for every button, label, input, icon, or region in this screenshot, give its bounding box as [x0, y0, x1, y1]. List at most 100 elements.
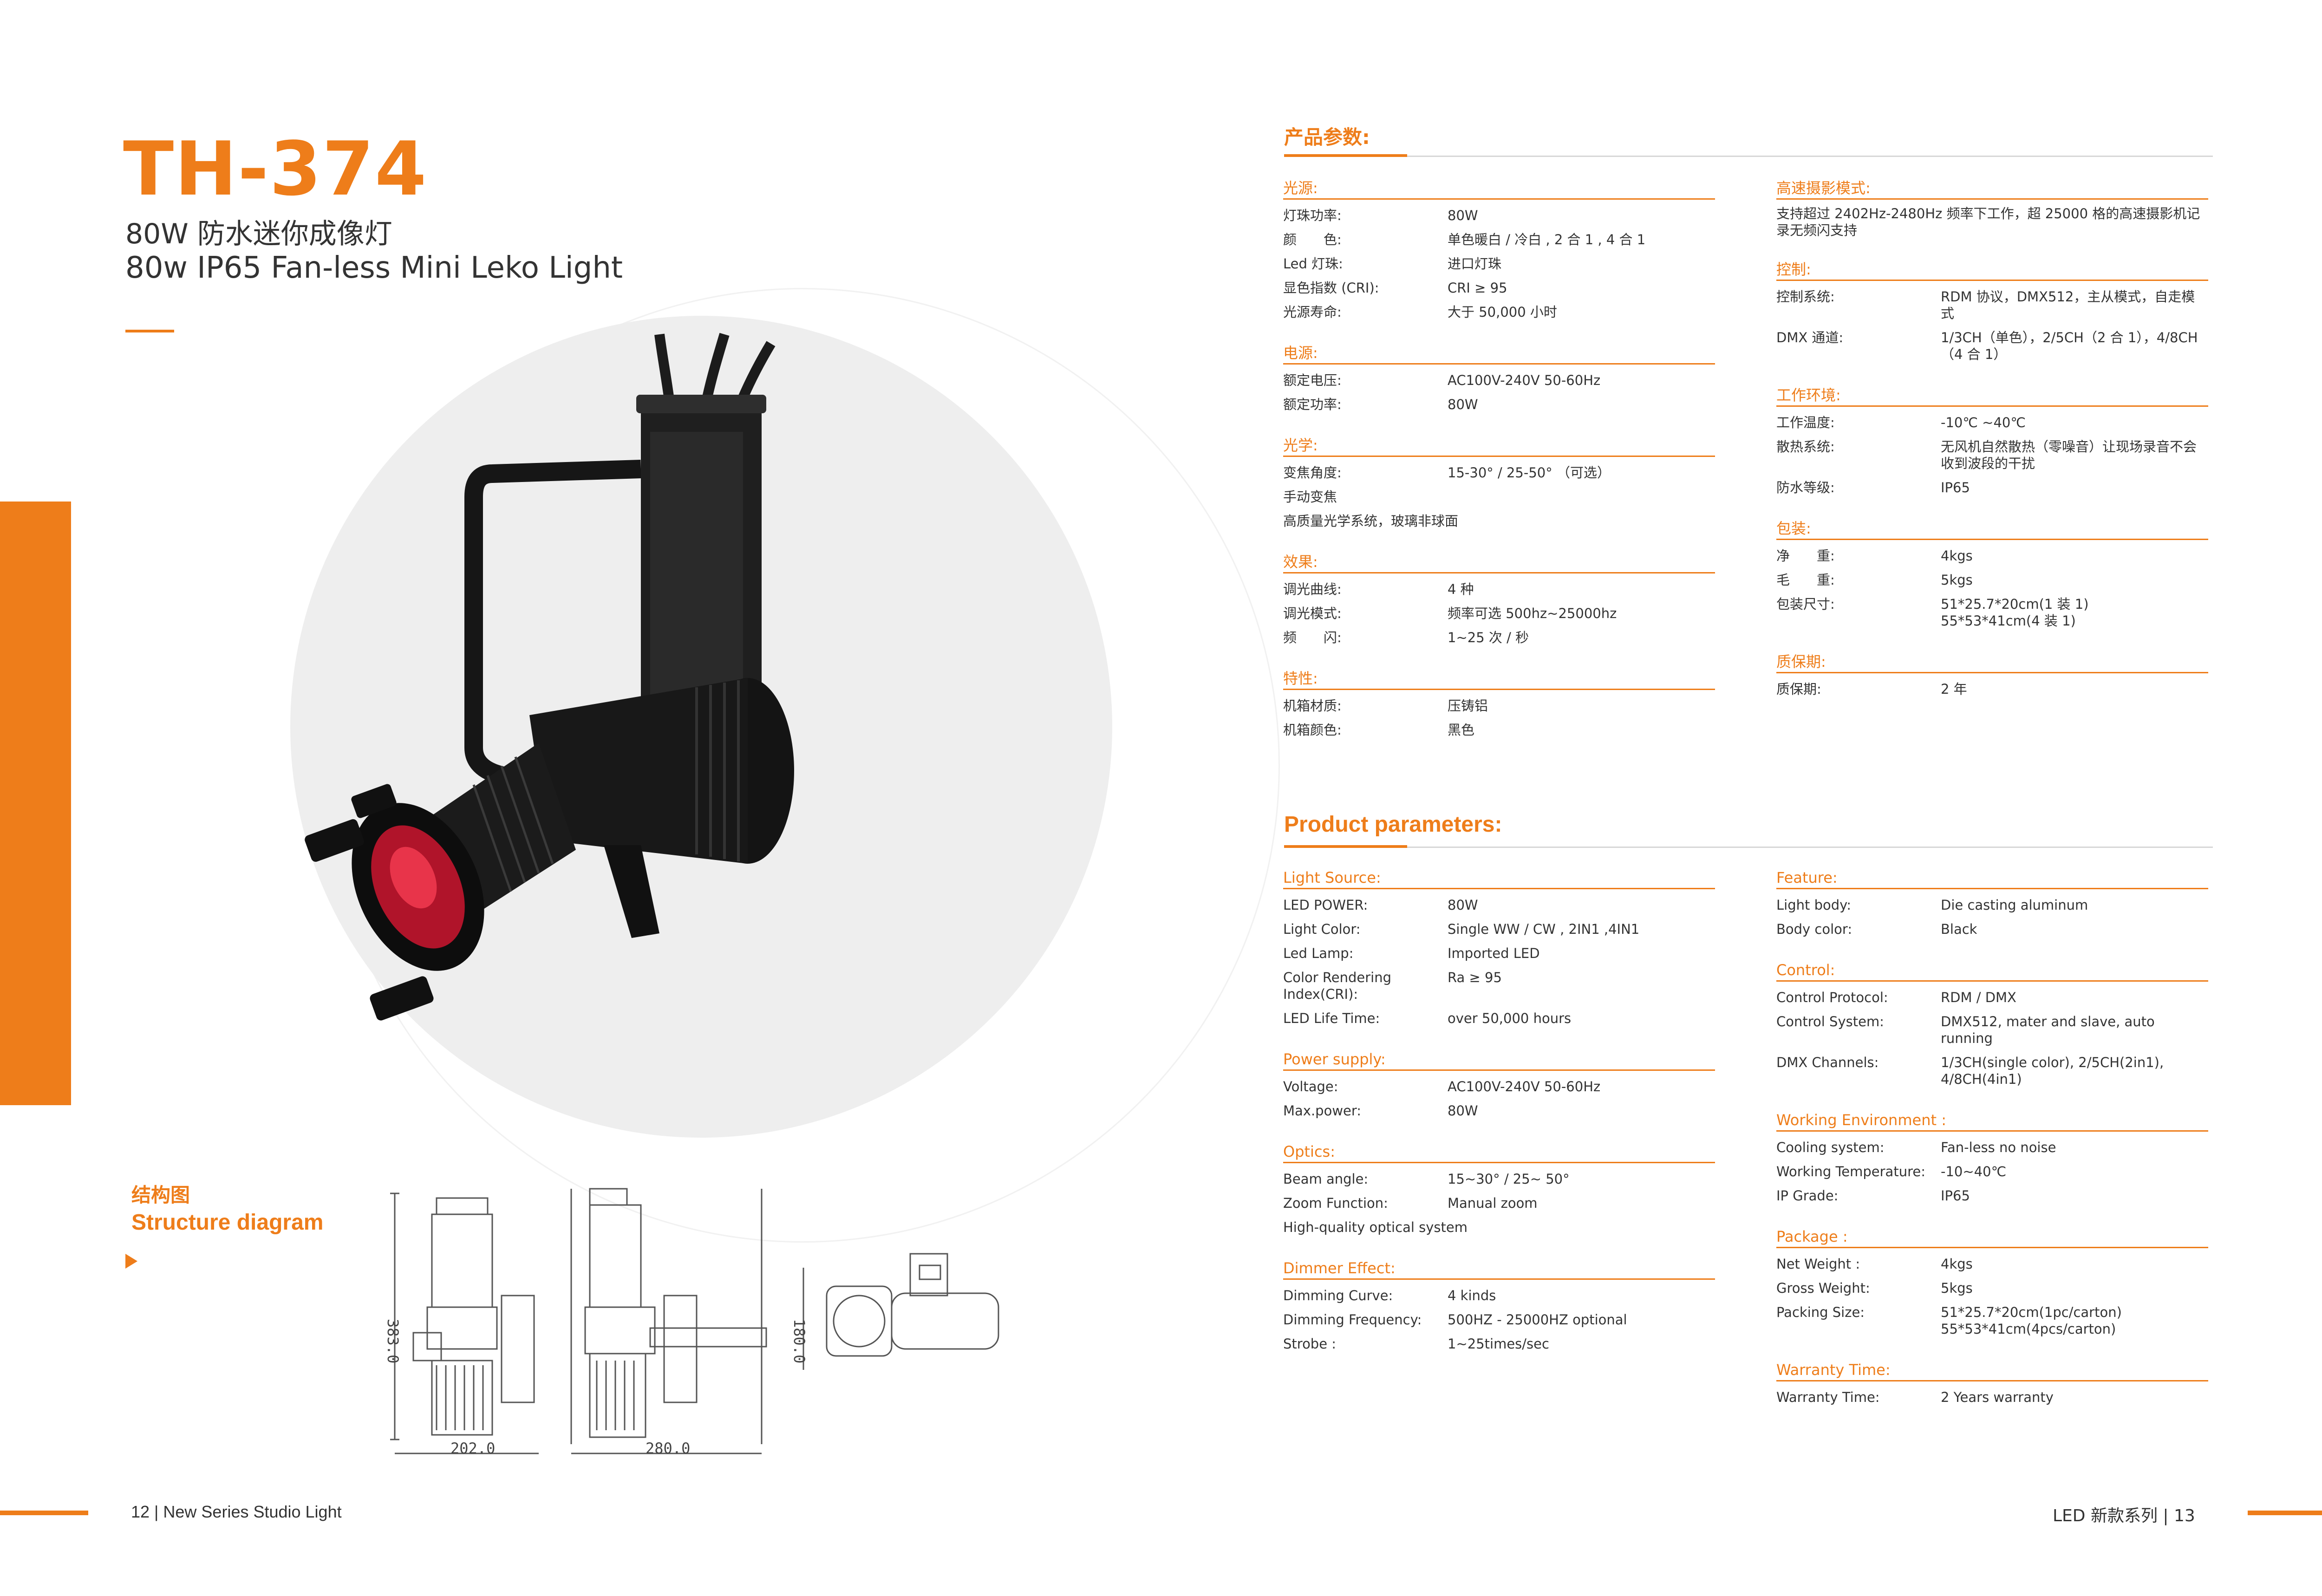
param-value: Die casting aluminum	[1941, 897, 2088, 913]
param-row: DMX 通道:1/3CH（单色），2/5CH（2 合 1），4/8CH（4 合 …	[1776, 326, 2208, 366]
param-value: 80W	[1448, 397, 1478, 412]
param-value: 2 Years warranty	[1941, 1389, 2054, 1405]
dim-width-side: 280.0	[646, 1440, 690, 1457]
param-row: 变焦角度: 15-30° / 25-50° （可选）	[1283, 461, 1715, 485]
param-value: IP65	[1941, 1188, 1970, 1204]
param-group: 特性:机箱材质:压铸铝机箱颜色:黑色	[1283, 668, 1715, 742]
param-value: RDM 协议，DMX512，主从模式，自走模式	[1941, 289, 2195, 321]
param-group-heading: 高速摄影模式:	[1776, 178, 2208, 200]
param-label: Light body:	[1776, 897, 1851, 913]
param-value: 51*25.7*20cm(1pc/carton)55*53*41cm(4pcs/…	[1941, 1304, 2122, 1337]
product-title-cn: 80W 防水迷你成像灯	[125, 218, 392, 250]
param-group-heading: 特性:	[1283, 668, 1715, 690]
param-value: 1~25 次 / 秒	[1448, 630, 1529, 645]
param-label: 额定电压:	[1283, 372, 1342, 388]
param-value: 无风机自然散热（零噪音）让现场录音不会收到波段的干扰	[1941, 439, 2197, 471]
param-row: 灯珠功率: 80W	[1283, 203, 1715, 228]
param-label: Beam angle:	[1283, 1171, 1369, 1187]
param-label: 防水等级:	[1776, 480, 1835, 495]
leko-light-illustration	[305, 332, 794, 1021]
params-title-en: Product parameters:	[1284, 812, 1502, 837]
param-value: RDM / DMX	[1941, 990, 2016, 1005]
param-label: Warranty Time:	[1776, 1389, 1880, 1405]
params-divider-cn	[1284, 156, 2213, 157]
param-value: 4 种	[1448, 581, 1474, 597]
param-label: 机箱材质:	[1283, 698, 1342, 714]
param-value: 51*25.7*20cm(1 装 1)55*53*41cm(4 装 1)	[1941, 596, 2089, 629]
param-value: 1/3CH(single color), 2/5CH(2in1), 4/8CH(…	[1941, 1055, 2164, 1087]
param-label: 灯珠功率:	[1283, 208, 1342, 223]
param-row: 机箱材质:压铸铝	[1283, 694, 1715, 718]
param-row: Cooling system:Fan-less no noise	[1776, 1135, 2208, 1160]
param-group-heading: Dimmer Effect:	[1283, 1258, 1715, 1280]
param-label: 包装尺寸:	[1776, 596, 1835, 612]
param-value: 黑色	[1448, 722, 1475, 738]
param-row: 光源寿命:大于 50,000 小时	[1283, 300, 1715, 324]
param-group: Optics:Beam angle:15~30° / 25~ 50°Zoom F…	[1283, 1141, 1715, 1239]
param-row: Led 灯珠:进口灯珠	[1283, 252, 1715, 276]
param-label: 显色指数 (CRI):	[1283, 280, 1379, 296]
param-label: 频 闪:	[1283, 630, 1342, 645]
param-row: Body color:Black	[1776, 917, 2208, 941]
param-group-heading: Optics:	[1283, 1141, 1715, 1163]
param-value	[1468, 1219, 1715, 1236]
param-value: Ra ≥ 95	[1448, 970, 1502, 985]
param-group-heading: Power supply:	[1283, 1049, 1715, 1071]
param-label: DMX 通道:	[1776, 330, 1844, 345]
param-row: 调光模式:频率可选 500hz~25000hz	[1283, 601, 1715, 625]
param-row: 包装尺寸: 51*25.7*20cm(1 装 1)55*53*41cm(4 装 1…	[1776, 592, 2208, 633]
param-row: 防水等级: IP65	[1776, 476, 2208, 500]
param-group-heading: Feature:	[1776, 867, 2208, 889]
param-value: 4kgs	[1941, 1256, 1973, 1272]
param-value: 80W	[1448, 208, 1478, 223]
param-group: Working Environment :Cooling system:Fan-…	[1776, 1110, 2208, 1208]
param-row: Voltage:AC100V-240V 50-60Hz	[1283, 1075, 1715, 1099]
param-row: Light Color:Single WW / CW , 2IN1 ,4IN1	[1283, 917, 1715, 941]
param-value: -10℃ ~40℃	[1941, 415, 2026, 430]
param-label: 高质量光学系统，玻璃非球面	[1283, 513, 1459, 529]
param-label: Dimming Frequency:	[1283, 1312, 1422, 1328]
param-row: 调光曲线:4 种	[1283, 577, 1715, 601]
param-label: 控制系统:	[1776, 289, 1835, 305]
param-label: Body color:	[1776, 921, 1852, 937]
param-label: 散热系统:	[1776, 439, 1835, 455]
param-label: 额定功率:	[1283, 397, 1342, 412]
param-row: Warranty Time: 2 Years warranty	[1776, 1385, 2208, 1409]
title-underline	[125, 330, 174, 332]
param-group: 光学:变焦角度:15-30° / 25-50° （可选）手动变焦高质量光学系统，…	[1283, 435, 1715, 533]
param-label: Voltage:	[1283, 1079, 1338, 1094]
param-row: 工作温度: -10℃ ~40℃	[1776, 410, 2208, 435]
param-label: 变焦角度:	[1283, 465, 1342, 481]
product-title-en: 80w IP65 Fan-less Mini Leko Light	[125, 251, 623, 285]
param-label: 调光模式:	[1283, 606, 1342, 621]
param-label: 毛 重:	[1776, 572, 1835, 588]
param-value: 15-30° / 25-50° （可选）	[1448, 465, 1611, 481]
param-group-heading: 质保期:	[1776, 651, 2208, 673]
param-value: 80W	[1448, 1103, 1478, 1119]
param-value: Single WW / CW , 2IN1 ,4IN1	[1448, 921, 1640, 937]
param-label: Max.power:	[1283, 1103, 1362, 1119]
param-value: 大于 50,000 小时	[1448, 304, 1557, 320]
param-row: 毛 重:5kgs	[1776, 568, 2208, 592]
param-value: 5kgs	[1941, 1280, 1973, 1296]
param-row: Gross Weight:5kgs	[1776, 1276, 2208, 1300]
param-value: CRI ≥ 95	[1448, 280, 1507, 296]
dim-height-front: 383.0	[385, 1319, 402, 1363]
param-label: Net Weight :	[1776, 1256, 1860, 1272]
param-row: 额定功率: 80W	[1283, 392, 1715, 417]
param-row: 高质量光学系统，玻璃非球面	[1283, 509, 1715, 533]
param-row: Control Protocol:RDM / DMX	[1776, 985, 2208, 1010]
param-label: Working Temperature:	[1776, 1164, 1925, 1179]
param-label: Zoom Function:	[1283, 1195, 1388, 1211]
